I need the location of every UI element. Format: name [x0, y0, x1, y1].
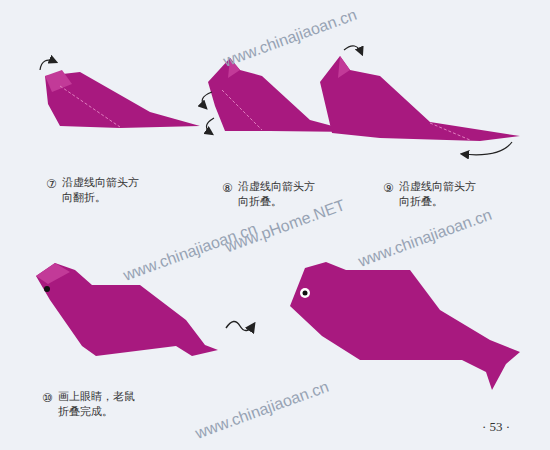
- step-caption: 沿虚线向箭头方 向折叠。: [399, 180, 483, 210]
- finished-mouse: [290, 262, 520, 390]
- watermark: www.chinajiaoan.cn: [355, 204, 494, 272]
- step-caption: 画上眼睛，老鼠 折叠完成。: [58, 390, 142, 420]
- watermark: www.chinajiaoan.cn: [192, 376, 331, 444]
- turn-over-symbol: [226, 321, 254, 330]
- page-number: · 53 ·: [482, 418, 510, 436]
- callout-number: ⑨: [383, 180, 394, 196]
- step-caption: 沿虚线向箭头方 向折叠。: [238, 180, 322, 210]
- step-caption: 沿虚线向箭头方 向翻折。: [62, 176, 146, 206]
- callout-number: ⑦: [46, 176, 57, 192]
- callout-number: ⑩: [42, 390, 53, 406]
- callout-number: ⑧: [222, 180, 233, 196]
- step7-figure: [40, 60, 200, 128]
- step9-figure: [320, 46, 520, 155]
- watermark: www.chinajiaoan.cn: [220, 4, 359, 72]
